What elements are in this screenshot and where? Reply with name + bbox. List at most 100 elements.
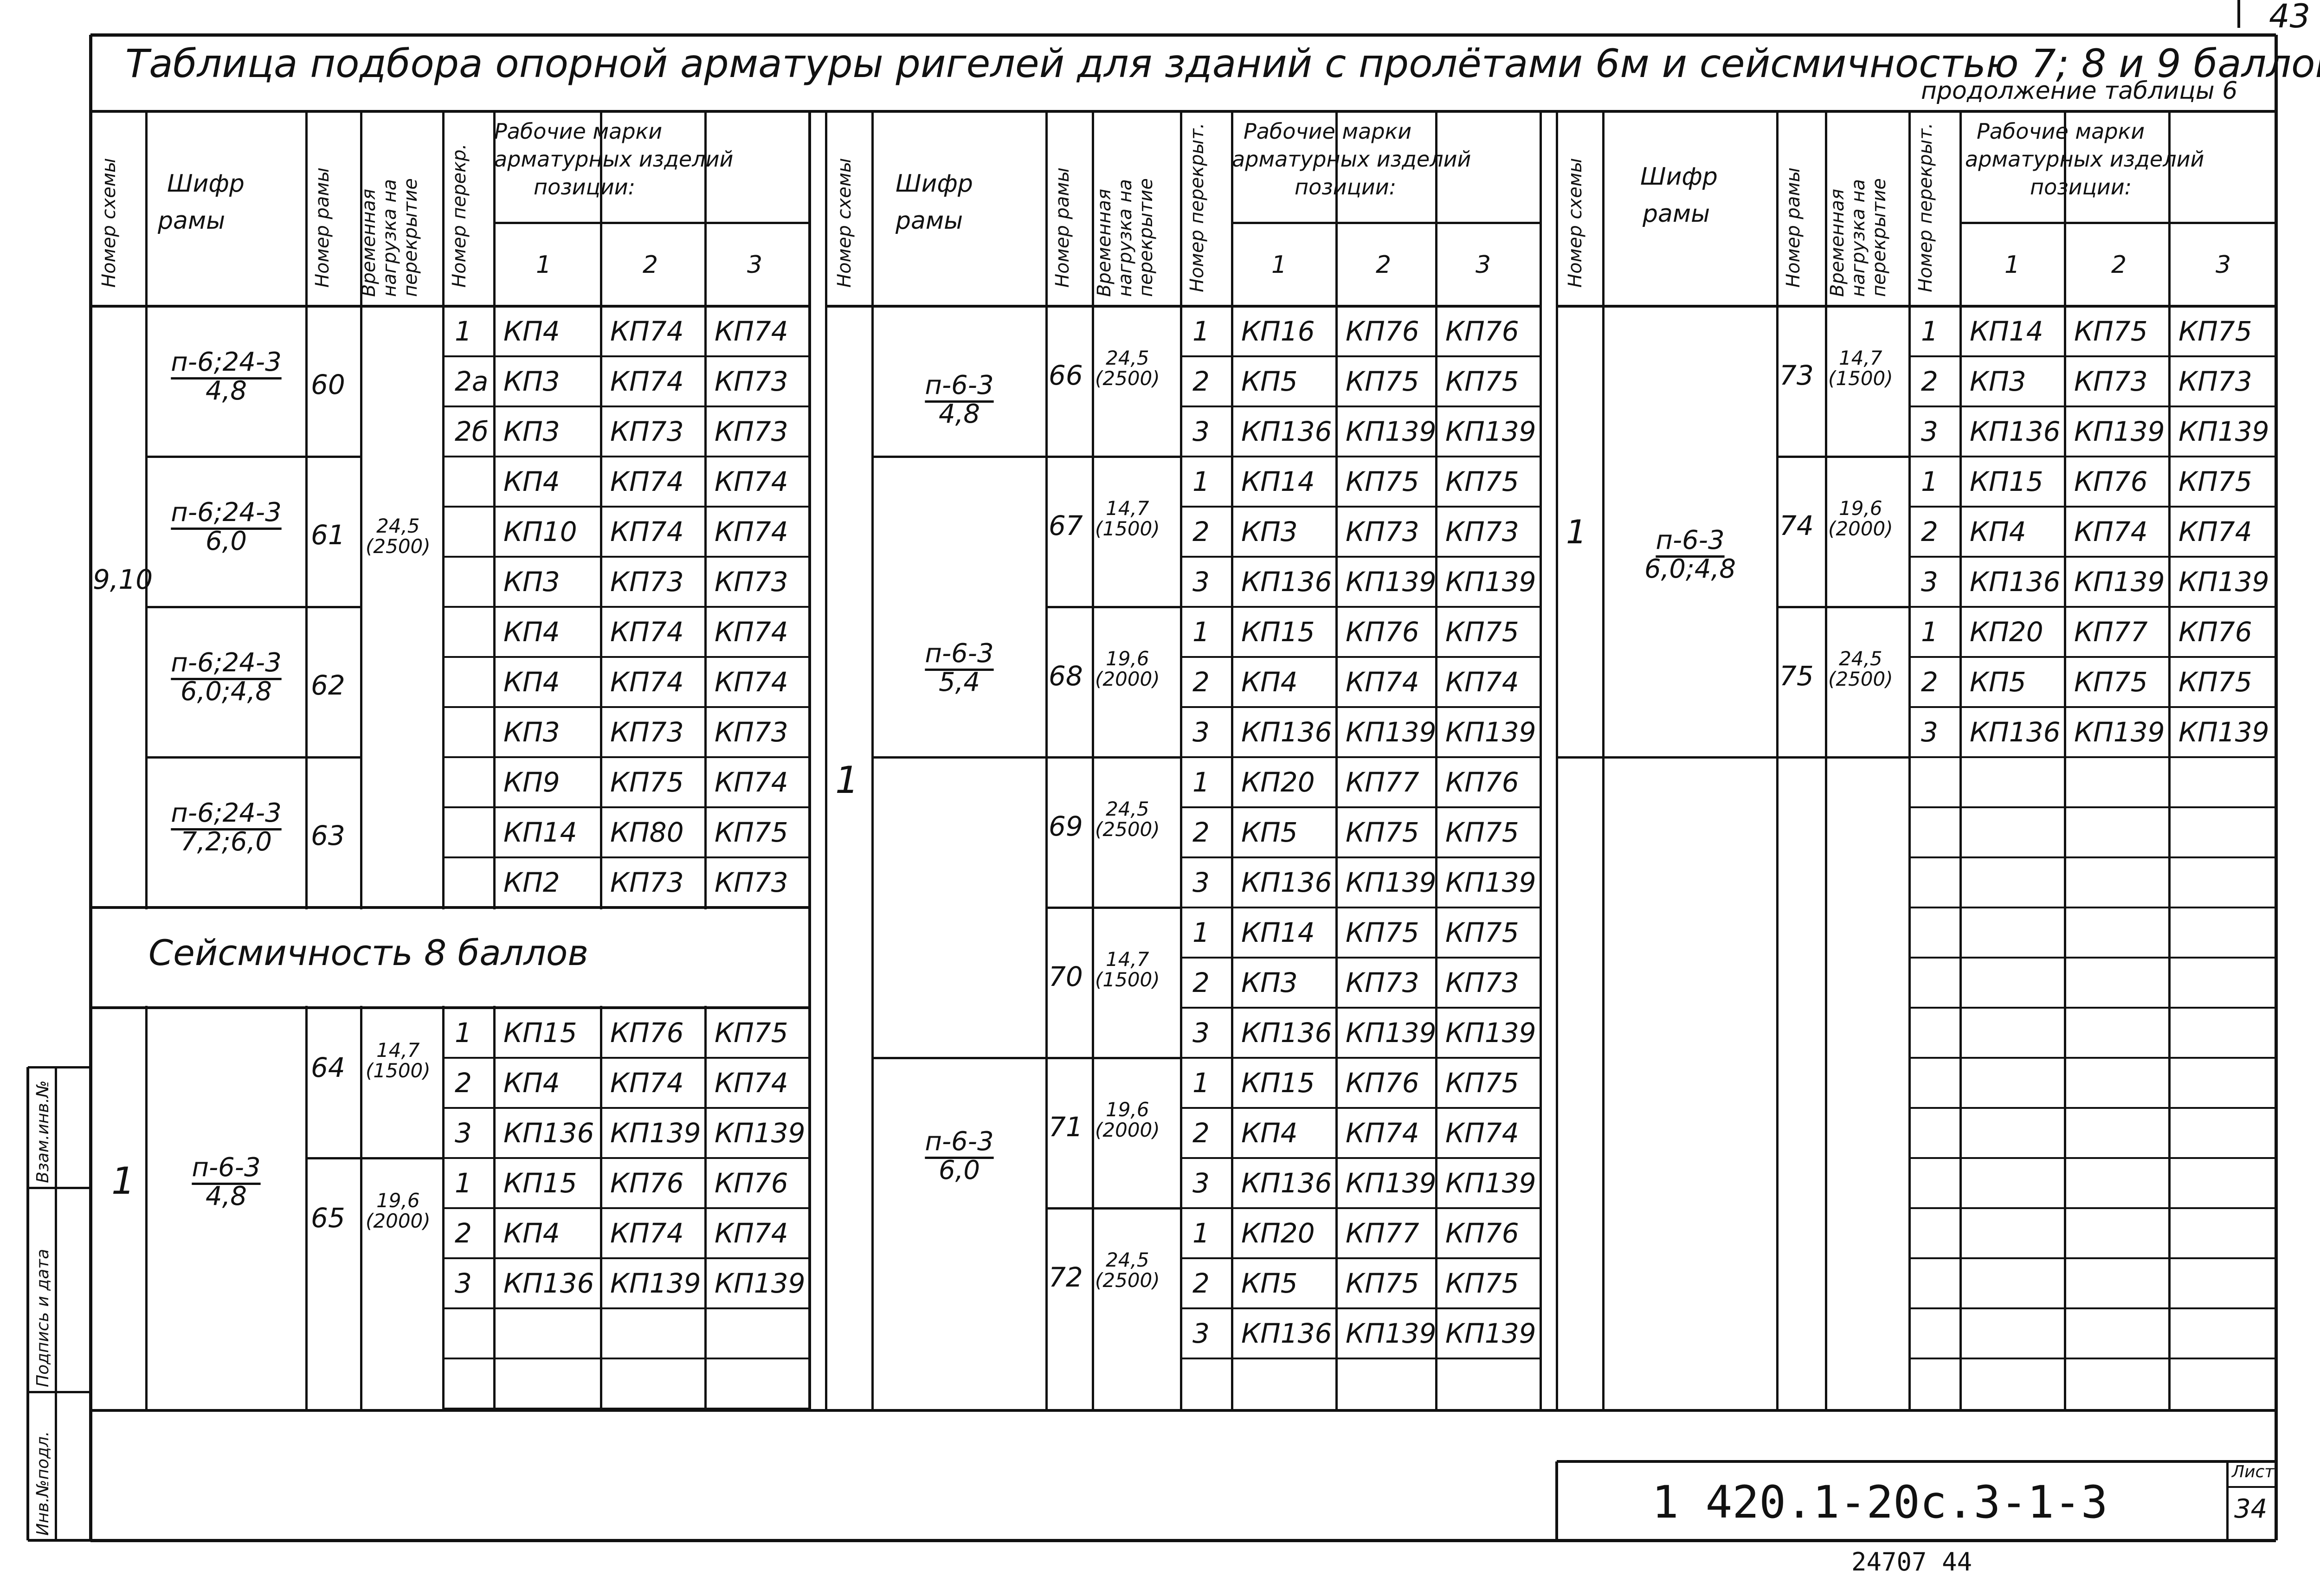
left-row-line <box>443 806 810 808</box>
mid-frame-line <box>872 1056 1046 1059</box>
right-header-code-1: Шифр <box>1640 163 1718 191</box>
header-marks-1: Рабочие марки <box>494 119 663 144</box>
frame-bottom <box>90 1538 2276 1542</box>
mid-header-frame-no: Номер рамы <box>1052 167 1073 288</box>
frame-code-bottom: 4,8 <box>205 1181 247 1211</box>
mid-frame-no: 70 <box>1049 961 1083 992</box>
mid-floor-no: 2 <box>1192 1117 1210 1149</box>
mid-mark-pos3: КП75 <box>1445 466 1519 497</box>
frame-top <box>90 33 2276 37</box>
mid-mark-pos1: КП3 <box>1241 967 1298 998</box>
mid-mark-pos2: КП77 <box>1346 1217 1419 1249</box>
left-mark-pos1: КП9 <box>503 766 560 798</box>
left-floor-no: 2б <box>455 416 489 447</box>
left-header-bottom <box>90 305 810 308</box>
mid-row-line <box>1181 1007 1540 1009</box>
mid-row-line <box>1181 456 1540 457</box>
left-row-line <box>443 506 810 508</box>
stamp-replace-inv: Взам.инв.№ <box>33 1080 52 1183</box>
mid-floor-no: 1 <box>1192 1067 1210 1099</box>
mid-frame-no: 72 <box>1049 1261 1083 1293</box>
mid-group-line <box>1046 1207 1181 1210</box>
frame-code-bottom: 6,0 <box>938 1155 980 1185</box>
left-mark-pos2: КП73 <box>610 716 684 748</box>
left-col-line <box>305 111 308 1410</box>
mid-mark-pos2: КП139 <box>1346 566 1437 598</box>
mid-mark-pos2: КП139 <box>1346 416 1437 447</box>
right-row-line <box>1909 806 2276 808</box>
stamp-inv-no-orig: Инв.№подл. <box>33 1431 52 1536</box>
left-mark-pos3: КП73 <box>715 867 788 898</box>
right-mark-pos2: КП74 <box>2074 516 2148 547</box>
left-mark-pos2: КП73 <box>610 416 684 447</box>
mid-col-line <box>1045 111 1048 1410</box>
mid-header-load-1: Временная <box>1094 188 1115 297</box>
header-pos1: 1 <box>536 251 552 279</box>
right-mark-pos3: КП139 <box>2178 416 2269 447</box>
right-row-line <box>1909 1207 2276 1209</box>
mid-mark-pos3: КП139 <box>1445 716 1536 748</box>
frame-code-top: п-6;24-3 <box>171 798 282 828</box>
header-frame-no: Номер рамы <box>312 167 333 288</box>
right-floor-no: 3 <box>1921 416 1938 447</box>
mid-load: 14,7 (1500) <box>1095 497 1160 541</box>
section-bottom <box>90 1006 810 1009</box>
right-row-line <box>1909 355 2276 357</box>
left-mark-pos2: КП74 <box>610 616 684 648</box>
frame-code-top: п-6-3 <box>1656 525 1725 555</box>
left-mark-pos2: КП139 <box>610 1268 701 1299</box>
mid-mark-pos1: КП136 <box>1241 867 1332 898</box>
left-mark-pos1: КП4 <box>503 616 560 648</box>
left-group-line <box>146 605 361 608</box>
right-mark-pos3: КП75 <box>2178 315 2252 347</box>
mid-row-line <box>1181 756 1540 758</box>
right-col-line <box>1555 111 1558 1410</box>
right-load: 24,5 (2500) <box>1828 647 1893 691</box>
header-load-2: нагрузка на <box>379 179 400 297</box>
mid-row-line <box>1181 856 1540 858</box>
mid-mark-pos2: КП74 <box>1346 666 1419 698</box>
mid-mark-pos3: КП75 <box>1445 1268 1519 1299</box>
left-mark-pos3: КП74 <box>715 666 788 698</box>
section-top <box>90 906 810 909</box>
mid-row-line <box>1181 606 1540 608</box>
mid-floor-no: 1 <box>1192 315 1210 347</box>
header-scheme-no: Номер схемы <box>98 158 120 288</box>
right-row-line <box>1909 1157 2276 1159</box>
left-mark-pos2: КП74 <box>610 666 684 698</box>
mid-load: 14,7 (1500) <box>1095 948 1160 991</box>
mid-col-line <box>871 111 874 1410</box>
left-scheme-top: 9,10 <box>93 564 153 595</box>
right-mark-pos1: КП20 <box>1970 616 2043 648</box>
mid-mark-pos2: КП139 <box>1346 867 1437 898</box>
mid-mark-pos2: КП76 <box>1346 315 1419 347</box>
titleblock-top <box>1557 1460 2276 1463</box>
frame-code-bottom: 6,0;4,8 <box>180 676 272 707</box>
left-mark-pos3: КП139 <box>715 1268 806 1299</box>
left-row-line <box>443 756 810 758</box>
right-row-line <box>1909 907 2276 908</box>
mid-mark-pos2: КП73 <box>1346 516 1419 547</box>
right-mark-pos1: КП3 <box>1970 366 2026 397</box>
header-frame-code-1: Шифр <box>167 170 245 198</box>
left-row-line <box>443 456 810 457</box>
mid-frame-no: 68 <box>1049 660 1083 692</box>
mid-mark-pos1: КП16 <box>1241 315 1315 347</box>
mid-floor-no: 2 <box>1192 516 1210 547</box>
left-mark-pos3: КП74 <box>715 315 788 347</box>
mid-floor-no: 2 <box>1192 1268 1210 1299</box>
mid-row-line <box>1181 1207 1540 1209</box>
mid-mark-pos1: КП5 <box>1241 817 1298 848</box>
mid-floor-no: 1 <box>1192 917 1210 948</box>
left-mark-pos2: КП73 <box>610 867 684 898</box>
mid-load: 19,6 (2000) <box>1095 1098 1160 1142</box>
mid-mark-pos1: КП15 <box>1241 616 1315 648</box>
left-mark-pos3: КП75 <box>715 1017 788 1049</box>
right-row-line <box>1909 405 2276 407</box>
frame-code-bottom: 6,0 <box>205 526 247 556</box>
mid-load: 19,6 (2000) <box>1095 647 1160 691</box>
